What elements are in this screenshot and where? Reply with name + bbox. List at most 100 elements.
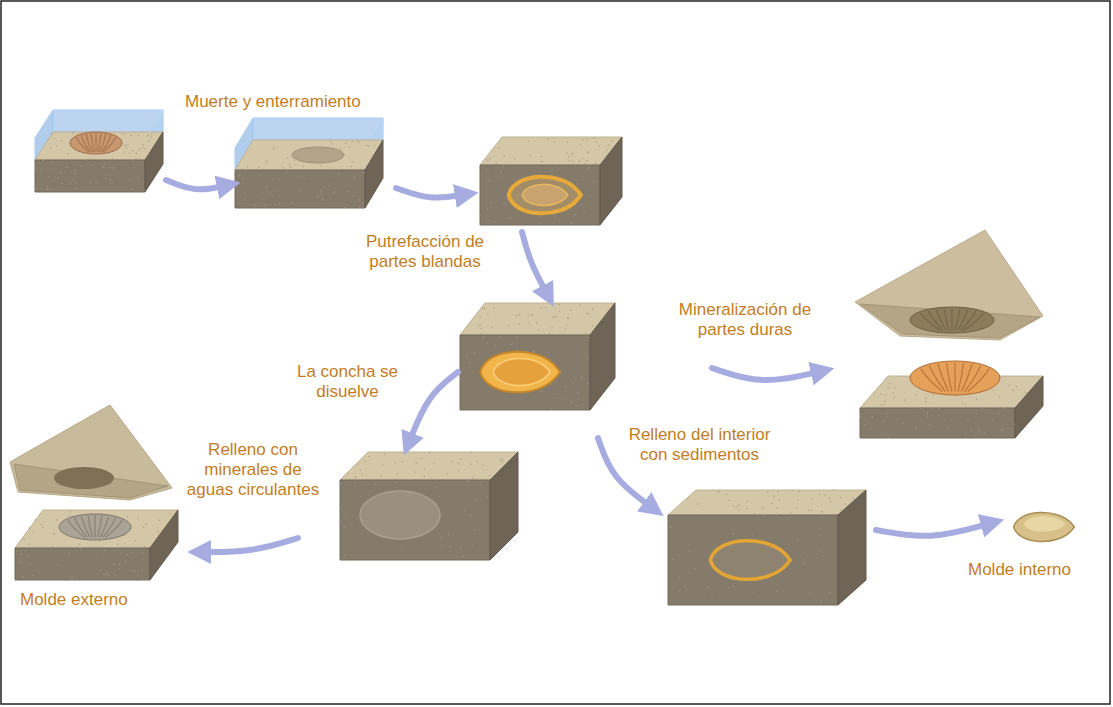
sand-grain xyxy=(274,204,276,206)
sand-grain xyxy=(147,135,149,137)
internal-mould-shape xyxy=(1014,513,1075,542)
sand-grain xyxy=(581,377,583,379)
sand-grain xyxy=(885,394,887,396)
sand-grain xyxy=(125,145,127,147)
shell-section xyxy=(480,352,560,393)
sand-grain xyxy=(470,452,472,454)
sand-grain xyxy=(515,315,517,317)
sand-grain xyxy=(71,172,73,174)
sand-grain xyxy=(354,481,356,483)
sand-grain xyxy=(323,186,325,188)
sand-grain xyxy=(592,308,594,310)
shell-impression xyxy=(910,307,994,333)
block-top xyxy=(480,137,622,165)
external-mould xyxy=(59,514,131,540)
sand-grain xyxy=(332,143,334,145)
sand-grain xyxy=(762,538,764,540)
sand-grain xyxy=(29,527,31,529)
sand-grain xyxy=(103,574,105,576)
block-top xyxy=(855,230,1043,340)
sand-grain xyxy=(79,543,81,545)
sand-grain xyxy=(338,173,340,175)
process-arrow xyxy=(876,524,988,536)
sand-grain xyxy=(974,435,976,437)
sand-grain xyxy=(105,573,107,575)
sand-grain xyxy=(998,413,1000,415)
sand-grain xyxy=(925,401,927,403)
sand-grain xyxy=(904,399,906,401)
sand-grain xyxy=(43,159,45,161)
sand-grain xyxy=(473,529,475,531)
sand-grain xyxy=(458,470,460,472)
sand-grain xyxy=(579,159,581,161)
sand-grain xyxy=(531,314,533,316)
sand-grain xyxy=(370,478,372,480)
sand-grain xyxy=(286,170,288,172)
sand-grain xyxy=(470,515,472,517)
sand-grain xyxy=(688,550,690,552)
sand-grain xyxy=(278,195,280,197)
sand-grain xyxy=(151,134,153,136)
sand-grain xyxy=(102,556,104,558)
sand-grain xyxy=(589,337,591,339)
sand-grain xyxy=(884,400,886,402)
sand-grain xyxy=(707,586,709,588)
sand-grain xyxy=(732,533,734,535)
sand-grain xyxy=(102,167,104,169)
label-slot: Relleno con minerales de aguas circulant… xyxy=(183,440,323,500)
sand-grain xyxy=(460,548,462,550)
sand-grain xyxy=(106,571,108,573)
block-top xyxy=(10,405,172,500)
sand-grain xyxy=(487,159,489,161)
block-front xyxy=(35,160,145,192)
sand-grain xyxy=(345,515,347,517)
sand-grain xyxy=(273,149,275,151)
sand-grain xyxy=(56,146,58,148)
sand-grain xyxy=(291,202,293,204)
sand-grain xyxy=(1012,389,1014,391)
sand-grain xyxy=(311,178,313,180)
sand-grain xyxy=(467,480,469,482)
sand-grain xyxy=(1001,429,1003,431)
sand-grain xyxy=(726,494,728,496)
dissolved-cavity xyxy=(360,491,440,539)
sand-grain xyxy=(460,458,462,460)
sand-grain xyxy=(476,499,478,501)
sand-grain xyxy=(1001,435,1003,437)
sand-grain xyxy=(54,533,56,535)
sand-grain xyxy=(440,537,442,539)
sand-grain xyxy=(593,137,595,139)
sand-grain xyxy=(262,192,264,194)
sand-grain xyxy=(967,420,969,422)
sand-grain xyxy=(132,551,134,553)
sand-grain xyxy=(282,167,284,169)
sand-grain xyxy=(779,499,781,501)
sand-grain xyxy=(590,194,592,196)
sand-grain xyxy=(247,166,249,168)
sand-grain xyxy=(516,349,518,351)
sand-grain xyxy=(396,473,398,475)
sand-grain xyxy=(374,145,376,147)
block-side xyxy=(838,490,866,605)
sand-grain xyxy=(487,169,489,171)
sand-grain xyxy=(753,513,755,515)
sand-grain xyxy=(127,144,129,146)
sand-grain xyxy=(424,468,426,470)
block-top xyxy=(235,140,383,170)
sand-grain xyxy=(735,506,737,508)
shell-rib xyxy=(100,134,106,152)
sand-grain xyxy=(738,509,740,511)
sand-grain xyxy=(1025,392,1027,394)
sand-grain xyxy=(102,167,104,169)
sand-grain xyxy=(148,134,150,136)
sand-grain xyxy=(118,564,120,566)
sand-grain xyxy=(582,176,584,178)
sand-grain xyxy=(979,427,981,429)
block-front xyxy=(15,548,150,580)
shell-rib xyxy=(964,313,984,330)
sand-grain xyxy=(265,162,267,164)
sand-grain xyxy=(686,588,688,590)
sand-grain xyxy=(568,156,570,158)
sand-grain xyxy=(803,563,805,565)
label-slot: La concha se disuelve xyxy=(290,362,405,402)
